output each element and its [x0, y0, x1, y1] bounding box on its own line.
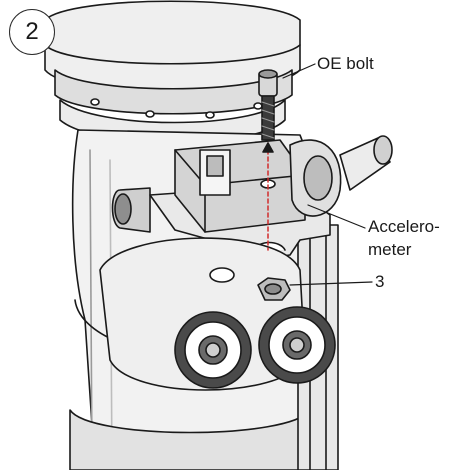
nut-item-3	[257, 277, 291, 301]
leader-oe-bolt	[282, 63, 316, 79]
dial-knobs	[174, 306, 336, 389]
oe-bolt	[258, 69, 278, 141]
left-knob	[111, 187, 151, 233]
accelerometer-label-line2: meter	[368, 240, 412, 259]
insertion-arrow	[262, 142, 274, 153]
leader-accelerometer	[307, 204, 366, 229]
accelerometer	[174, 139, 306, 233]
leader-item-3	[289, 281, 373, 286]
step-number-badge: 2	[9, 9, 55, 55]
item-3-label: 3	[375, 272, 385, 291]
cable-connector	[289, 135, 393, 217]
oe-bolt-label: OE bolt	[317, 54, 374, 73]
accelerometer-label-line1: Accelero-	[368, 217, 440, 236]
top-flange	[44, 0, 301, 144]
